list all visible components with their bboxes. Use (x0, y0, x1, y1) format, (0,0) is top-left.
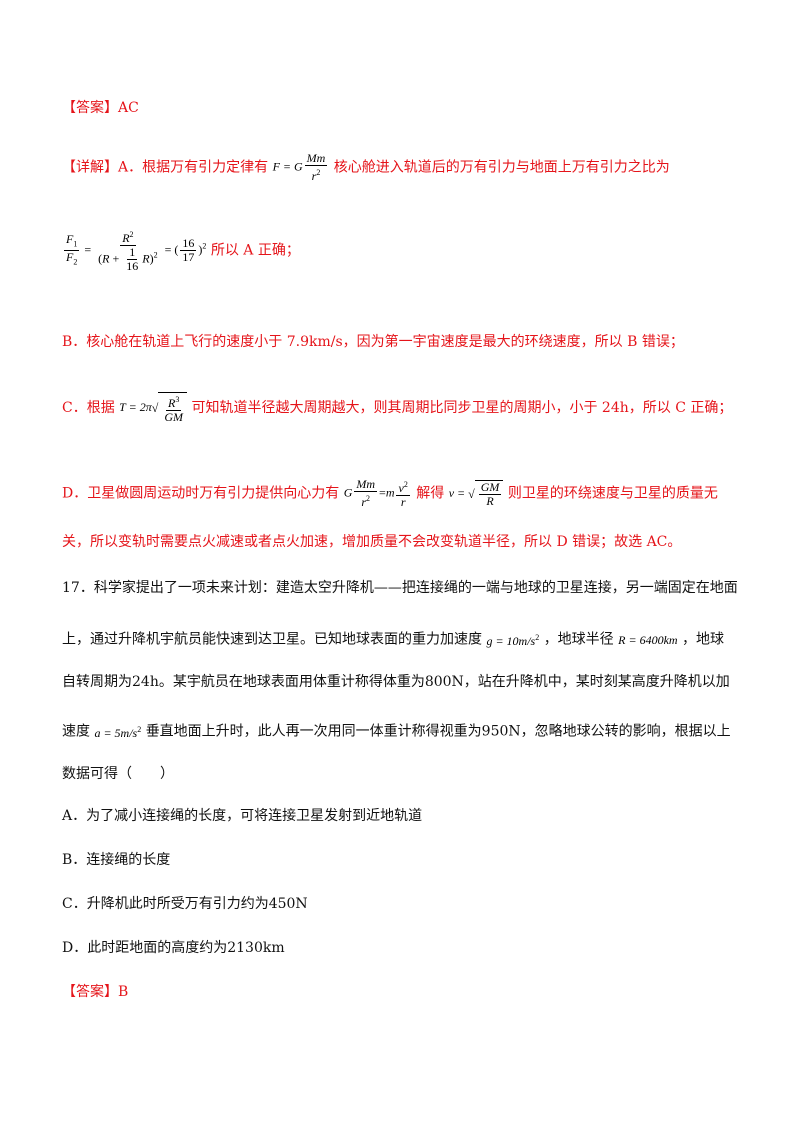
detail-b-line: B．核心舱在轨道上飞行的速度小于 7.9km/s，因为第一宇宙速度是最大的环绕速… (62, 334, 684, 350)
answer-value-2: B (118, 984, 129, 1000)
option-c: C．升降机此时所受万有引力约为450N (62, 896, 308, 912)
answer-label: 【答案】 (62, 100, 118, 116)
accel-value: a = 5m/s2 (94, 725, 142, 740)
q17-line-2: 上，通过升降机宇航员能快速到达卫星。已知地球表面的重力加速度 g = 10m/s… (62, 628, 724, 651)
q17-text-4b: 垂直地面上升时，此人再一次用同一体重计称得视重为950N，忽略地球公转的影响，根… (145, 723, 731, 740)
detail-a-text: A．根据万有引力定律有 (118, 159, 269, 176)
option-a: A．为了减小连接绳的长度，可将连接卫星发射到近地轨道 (62, 808, 423, 824)
g-value-text: g = 10m/s (486, 634, 536, 648)
option-d: D．此时距地面的高度约为2130km (62, 940, 285, 956)
q17-line-1: 17．科学家提出了一项未来计划：建造太空升降机——把连接绳的一端与地球的卫星连接… (62, 580, 738, 596)
option-b: B．连接绳的长度 (62, 852, 171, 868)
q17-line-4: 速度 a = 5m/s2 垂直地面上升时，此人再一次用同一体重计称得视重为950… (62, 720, 731, 743)
q17-line-5: 数据可得（ ） (62, 766, 174, 782)
answer-value: AC (118, 100, 139, 116)
detail-a-conclusion: 所以 A 正确； (210, 242, 300, 259)
detail-d-text-2: 解得 (416, 485, 445, 502)
detail-d-line-2: 关，所以变轨时需要点火减速或者点火加速，增加质量不会改变轨道半径，所以 D 错误… (62, 534, 682, 550)
earth-radius-value: R = 6400km (618, 632, 678, 647)
detail-c-text: C．根据 (62, 400, 115, 416)
answer-line-2: 【答案】B (62, 982, 128, 1002)
q17-text-2a: 上，通过升降机宇航员能快速到达卫星。已知地球表面的重力加速度 (62, 631, 482, 648)
detail-label: 【详解】 (62, 159, 118, 176)
a-value-text: a = 5m/s (94, 726, 138, 740)
detail-a-text-2: 核心舱进入轨道后的万有引力与地面上万有引力之比为 (333, 159, 670, 176)
gravity-accel-value: g = 10m/s2 (486, 633, 540, 648)
q17-text-4a: 速度 (62, 723, 90, 740)
detail-d-text: D．卫星做圆周运动时万有引力提供向心力有 (62, 485, 340, 502)
detail-c-text-2: 可知轨道半径越大周期越大，则其周期比同步卫星的周期小，小于 24h，所以 C 正… (191, 400, 733, 416)
q17-text-2c: ，地球 (682, 631, 725, 648)
q17-text-2b: ，地球半径 (543, 631, 614, 648)
detail-d-text-3: 则卫星的环绕速度与卫星的质量无 (507, 485, 718, 502)
answer-line-1: 【答案】AC (62, 98, 139, 118)
q17-line-3: 自转周期为24h。某宇航员在地球表面用体重计称得体重为800N，站在升降机中，某… (62, 674, 730, 690)
answer-label-2: 【答案】 (62, 984, 118, 1000)
